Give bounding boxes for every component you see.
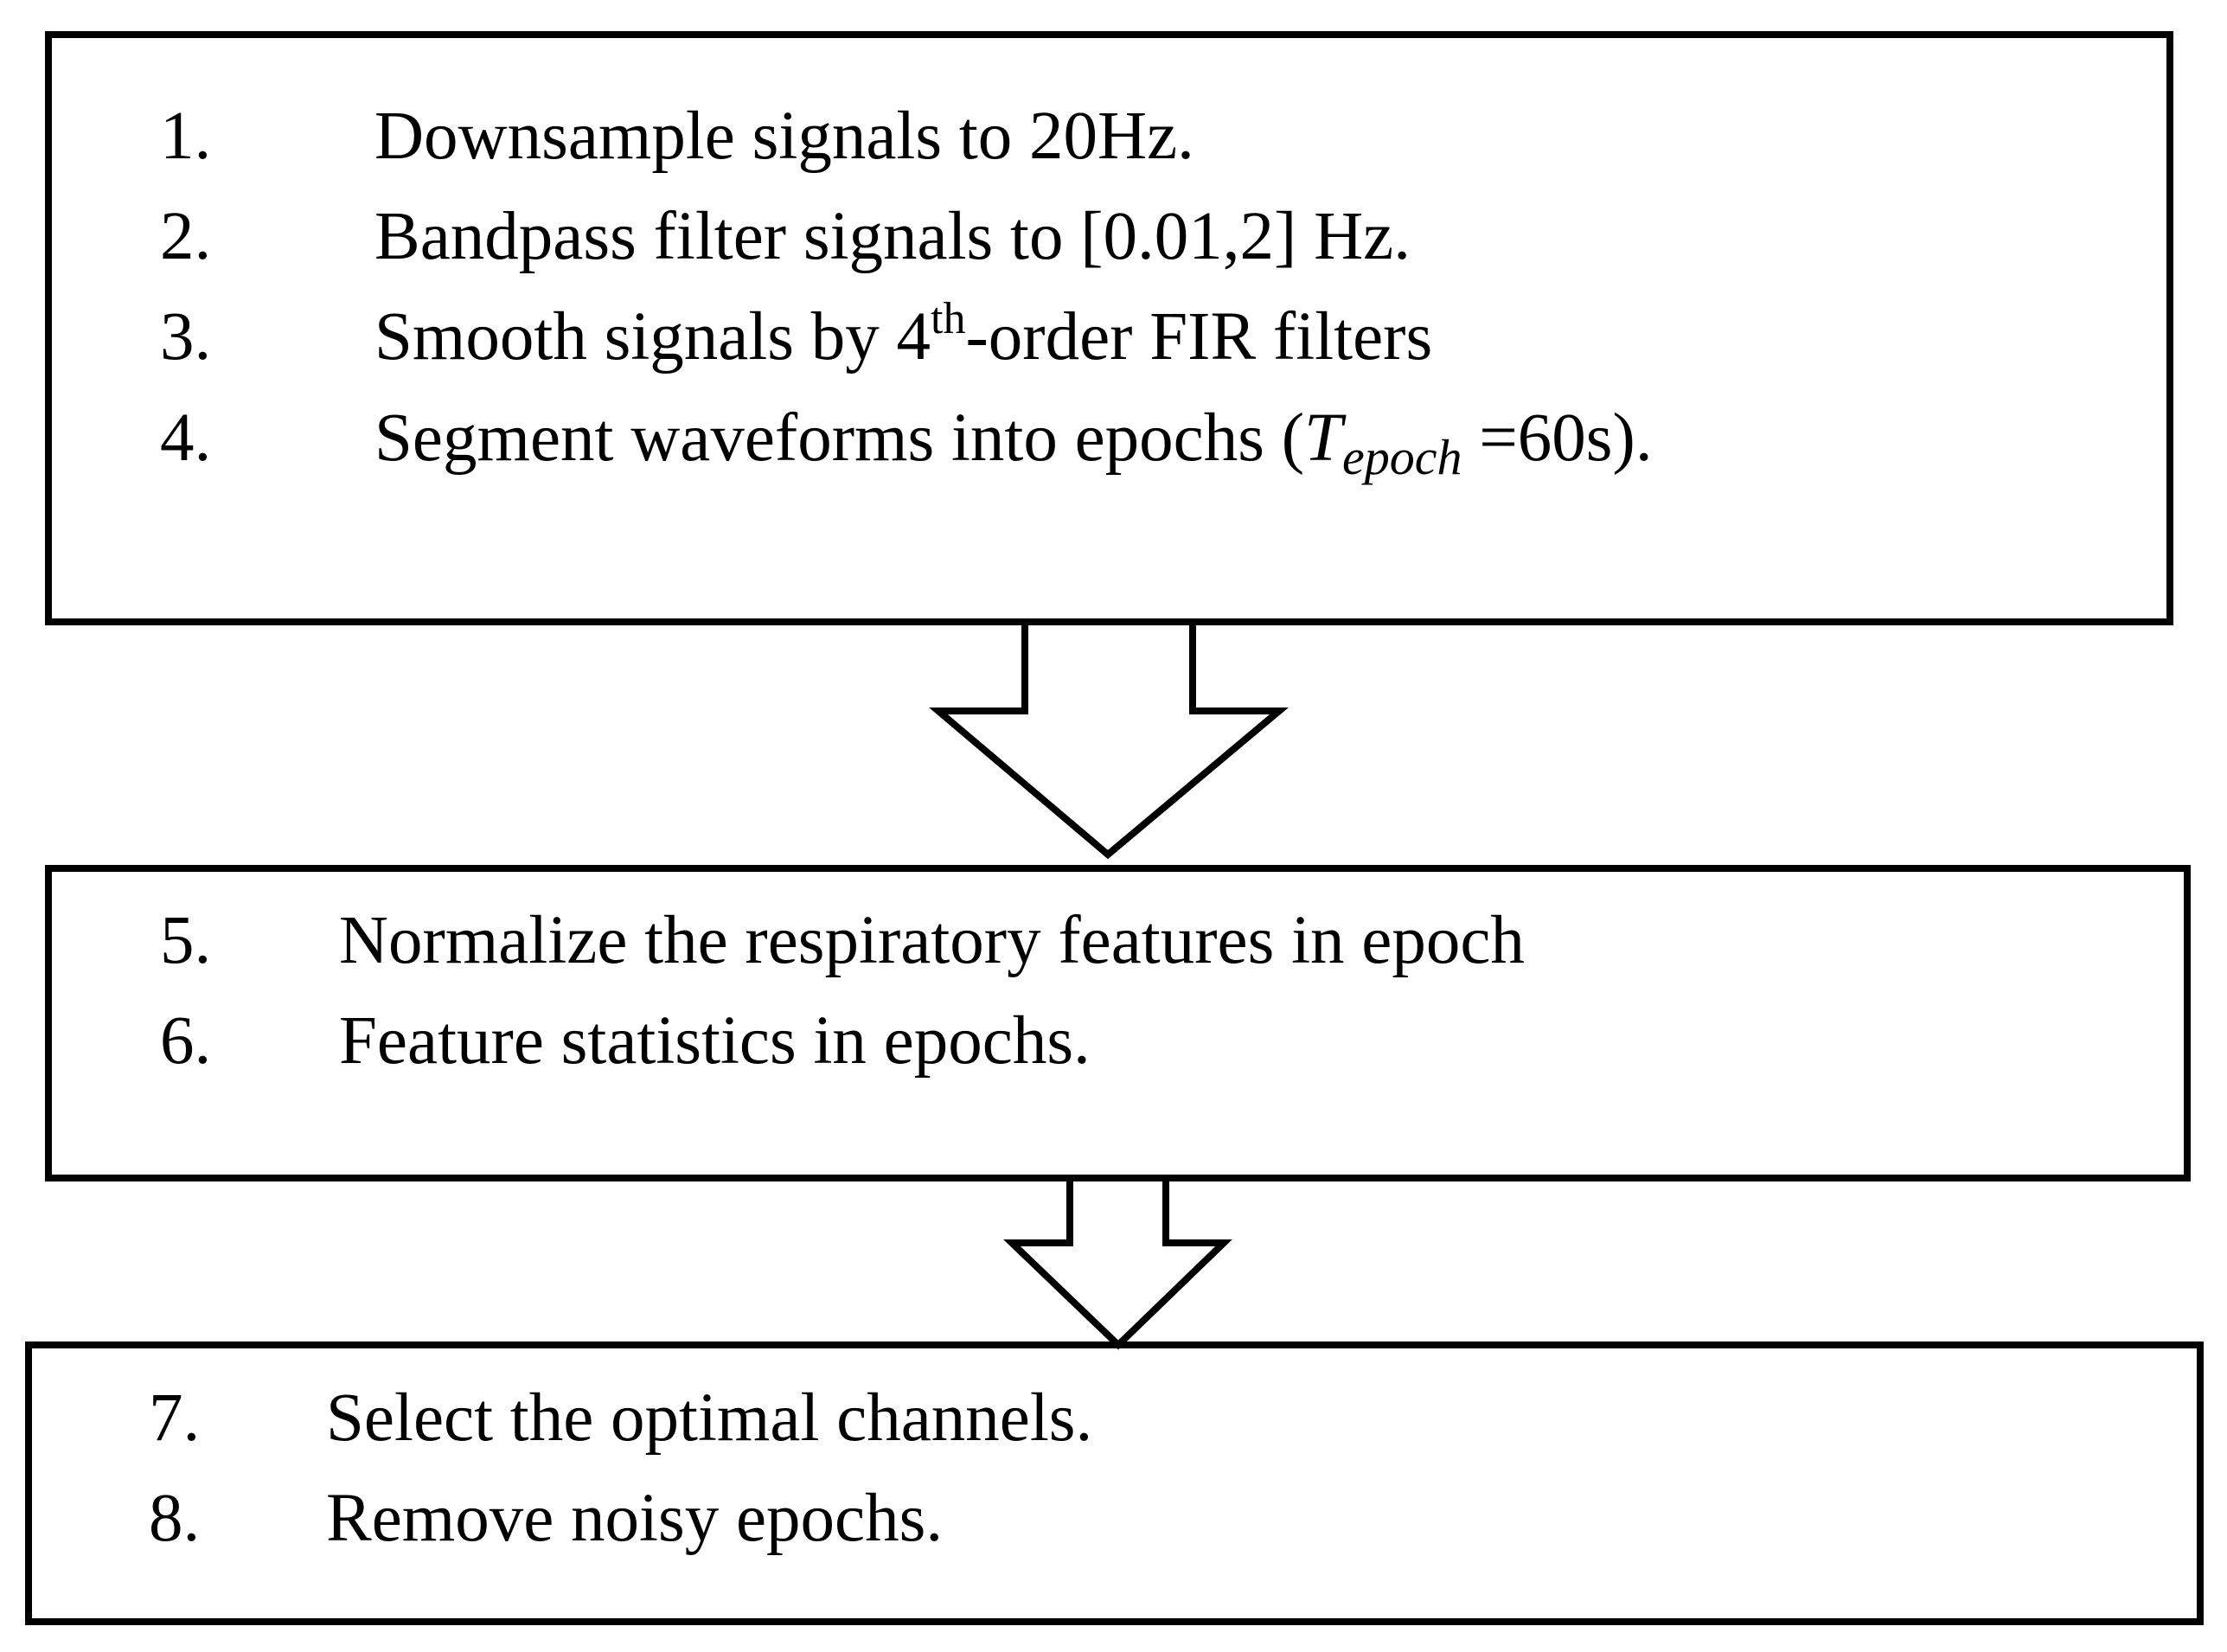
step-text: Segment waveforms into epochs (Tepoch =6…	[374, 404, 1653, 483]
ordinal-superscript: th	[931, 294, 966, 343]
step-text: Smooth signals by 4th-order FIR filters	[374, 297, 1432, 372]
step-text-part: Smooth signals by 4	[374, 299, 931, 375]
box-selection	[25, 1341, 2204, 1625]
step-number: 6.	[160, 1003, 212, 1079]
step-number: 3.	[160, 299, 212, 375]
step-text: Downsample signals to 20Hz.	[374, 99, 1194, 174]
step-number: 2.	[160, 199, 212, 274]
variable-symbol: T	[1304, 400, 1342, 476]
step-text-part: =60s).	[1462, 400, 1653, 476]
step-number: 4.	[160, 400, 212, 476]
variable-subscript: epoch	[1341, 429, 1462, 485]
step-text: Normalize the respiratory features in ep…	[339, 903, 1525, 978]
step-text: Feature statistics in epochs.	[339, 1003, 1091, 1079]
step-number: 8.	[149, 1481, 201, 1556]
step-number: 5.	[160, 903, 212, 978]
step-text-part: -order FIR filters	[965, 299, 1433, 375]
step-text: Select the optimal channels.	[326, 1380, 1093, 1456]
step-number: 1.	[160, 99, 212, 174]
step-number: 7.	[149, 1380, 201, 1456]
step-text: Remove noisy epochs.	[326, 1481, 944, 1556]
arrow-down-1	[929, 618, 1289, 860]
arrow-down-2	[1003, 1175, 1232, 1350]
step-text: Bandpass filter signals to [0.01,2] Hz.	[374, 199, 1411, 274]
step-text-part: Segment waveforms into epochs (	[374, 400, 1305, 476]
